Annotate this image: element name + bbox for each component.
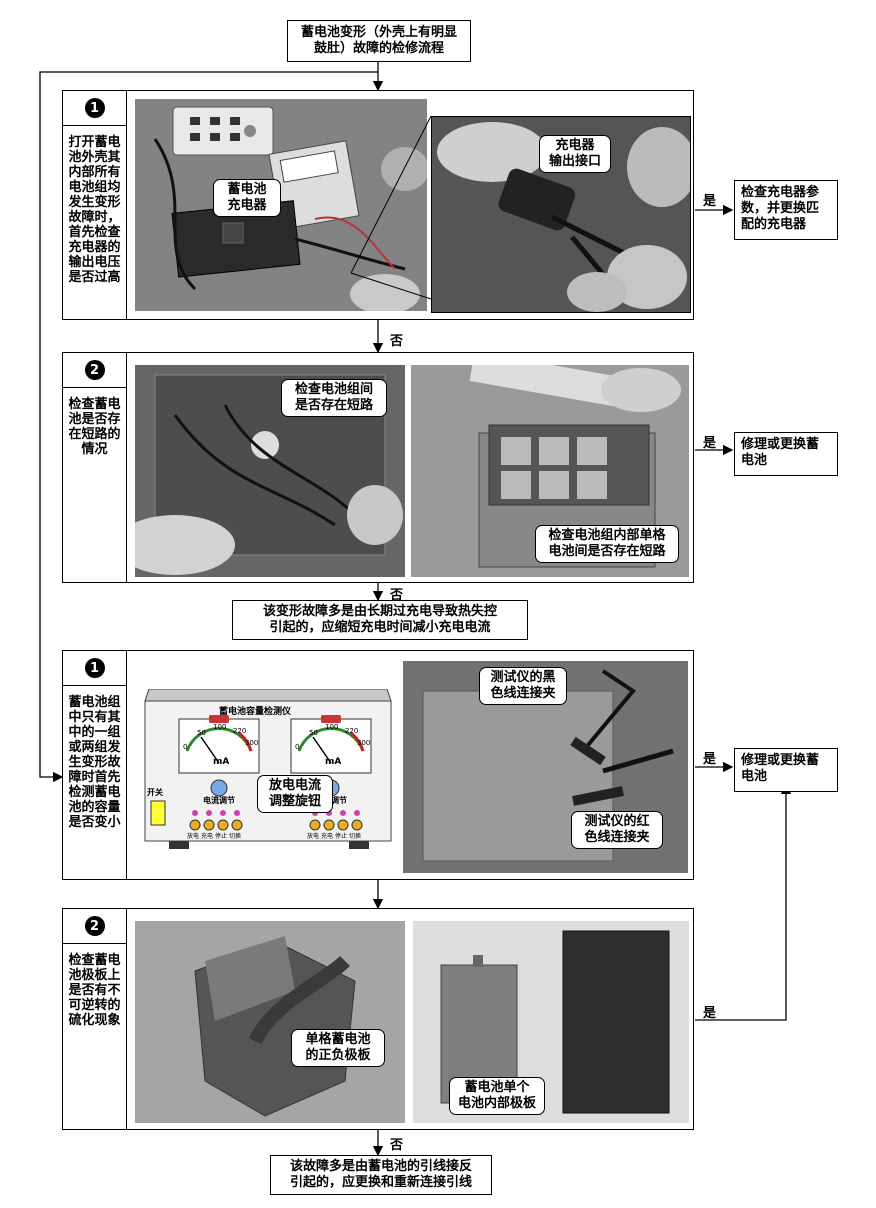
callout-charger-port: 充电器 输出接口 (539, 135, 611, 173)
tick-220-left: 220 (233, 727, 247, 735)
step-left-column: 1 打开蓄电池外壳其内部所有电池组均发生变形故障时，首先检查充电器的输出电压是否… (63, 91, 127, 319)
capacity-tester-illustration: 蓄电池容量检测仪 mA mA 0 50 100 220 300 0 50 100… (139, 688, 397, 851)
btn-label-charge: 充电 (201, 833, 214, 840)
step-number: 2 (84, 916, 105, 936)
yes-label: 是 (703, 752, 717, 767)
cell-plates-drawing (135, 921, 405, 1123)
no-label: 否 (390, 1138, 404, 1153)
tick-220-right: 220 (345, 727, 359, 735)
step-panel-1: 1 打开蓄电池外壳其内部所有电池组均发生变形故障时，首先检查充电器的输出电压是否… (62, 90, 694, 320)
step-left-column: 2 检查蓄电池极板上是否有不可逆转的硫化现象 (63, 909, 127, 1129)
tick-100-left: 100 (213, 723, 227, 731)
tick-100-right: 100 (325, 723, 339, 731)
btn-label-discharge-right: 放电 (307, 833, 320, 840)
cell-plates-photo (135, 921, 405, 1123)
callout-red-clip: 测试仪的红 色线连接夹 (571, 811, 663, 849)
conclusion-overcharge: 该变形故障多是由长期过充电导致热失控 引起的，应缩短充电时间减小充电电流 (232, 600, 528, 640)
tick-50-left: 50 (197, 729, 206, 737)
switch-label: 开关 (147, 788, 163, 797)
page-title: 蓄电池变形（外壳上有明显 鼓肚）故障的检修流程 (300, 25, 457, 56)
step-description: 蓄电池组中只有其中的一组或两组发生变形故障时首先检测蓄电池的容量是否变小 (68, 695, 121, 830)
callout-knob: 放电电流 调整旋钮 (257, 775, 333, 813)
result-repair-battery: 修理或更换蓄 电池 (734, 432, 838, 476)
btn-label-discharge: 放电 (187, 833, 200, 840)
btn-label-switch-right: 切换 (349, 833, 362, 840)
step-description: 检查蓄电池是否存在短路的情况 (68, 397, 121, 457)
btn-label-stop-right: 停止 (335, 833, 348, 840)
btn-label-charge-right: 充电 (321, 833, 334, 840)
btn-label-stop: 停止 (215, 833, 228, 840)
callout-plates: 单格蓄电池 的正负极板 (291, 1029, 385, 1067)
step-number-header: 2 (63, 353, 126, 388)
conclusion-wiring: 该故障多是由蓄电池的引线接反 引起的，应更换和重新连接引线 (270, 1155, 492, 1195)
tick-300-left: 300 (245, 739, 259, 747)
result-replace-charger: 检查充电器参 数，并更换匹 配的充电器 (734, 180, 838, 240)
yes-label: 是 (703, 194, 717, 209)
zoom-lines (350, 115, 432, 300)
charger-photo (135, 99, 427, 311)
step-panel-4: 2 检查蓄电池极板上是否有不可逆转的硫化现象 单格蓄电池 的正负极板 蓄电池单个… (62, 908, 694, 1130)
step-description: 打开蓄电池外壳其内部所有电池组均发生变形故障时，首先检查充电器的输出电压是否过高 (68, 135, 121, 285)
no-label: 否 (390, 334, 404, 349)
conclusion-text: 该变形故障多是由长期过充电导致热失控 引起的，应缩短充电时间减小充电电流 (262, 604, 497, 635)
meter-unit-right: mA (325, 757, 342, 767)
tester-title: 蓄电池容量检测仪 (219, 707, 292, 717)
capacity-tester-drawing (144, 688, 392, 849)
no-label: 否 (390, 588, 404, 603)
tick-300-right: 300 (357, 739, 371, 747)
callout-cell-short: 检查电池组内部单格 电池间是否存在短路 (535, 525, 679, 563)
step-number: 1 (84, 658, 105, 678)
charger-photo-drawing (135, 99, 427, 311)
btn-label-switch: 切换 (229, 833, 242, 840)
battery-group-photo (135, 365, 405, 577)
step-left-column: 1 蓄电池组中只有其中的一组或两组发生变形故障时首先检测蓄电池的容量是否变小 (63, 651, 127, 879)
step-panel-2: 2 检查蓄电池是否存在短路的情况 检查电池组间 是否存在短路 检查电池组内部单格… (62, 352, 694, 583)
title-box: 蓄电池变形（外壳上有明显 鼓肚）故障的检修流程 (287, 20, 471, 62)
tick-50-right: 50 (309, 729, 318, 737)
meter-unit-left: mA (213, 757, 230, 767)
conclusion-text: 该故障多是由蓄电池的引线接反 引起的，应更换和重新连接引线 (289, 1159, 472, 1190)
tick-0-left: 0 (183, 743, 188, 751)
tick-0-right: 0 (295, 743, 300, 751)
callout-black-clip: 测试仪的黑 色线连接夹 (479, 667, 567, 705)
step-number: 1 (84, 98, 105, 118)
step-number: 2 (84, 360, 105, 380)
callout-group-short: 检查电池组间 是否存在短路 (281, 379, 387, 417)
step-number-header: 2 (63, 909, 126, 944)
yes-label: 是 (703, 1006, 717, 1021)
callout-charger: 蓄电池 充电器 (213, 179, 281, 217)
yes-label: 是 (703, 436, 717, 451)
step-left-column: 2 检查蓄电池是否存在短路的情况 (63, 353, 127, 582)
step-panel-3: 1 蓄电池组中只有其中的一组或两组发生变形故障时首先检测蓄电池的容量是否变小 (62, 650, 694, 880)
step-number-header: 1 (63, 91, 126, 126)
step-description: 检查蓄电池极板上是否有不可逆转的硫化现象 (68, 953, 121, 1028)
step-number-header: 1 (63, 651, 126, 686)
callout-inner-plate: 蓄电池单个 电池内部极板 (449, 1077, 545, 1115)
result-repair-battery-2: 修理或更换蓄 电池 (734, 748, 838, 792)
current-adjust-label: 电流调节 (203, 796, 235, 805)
